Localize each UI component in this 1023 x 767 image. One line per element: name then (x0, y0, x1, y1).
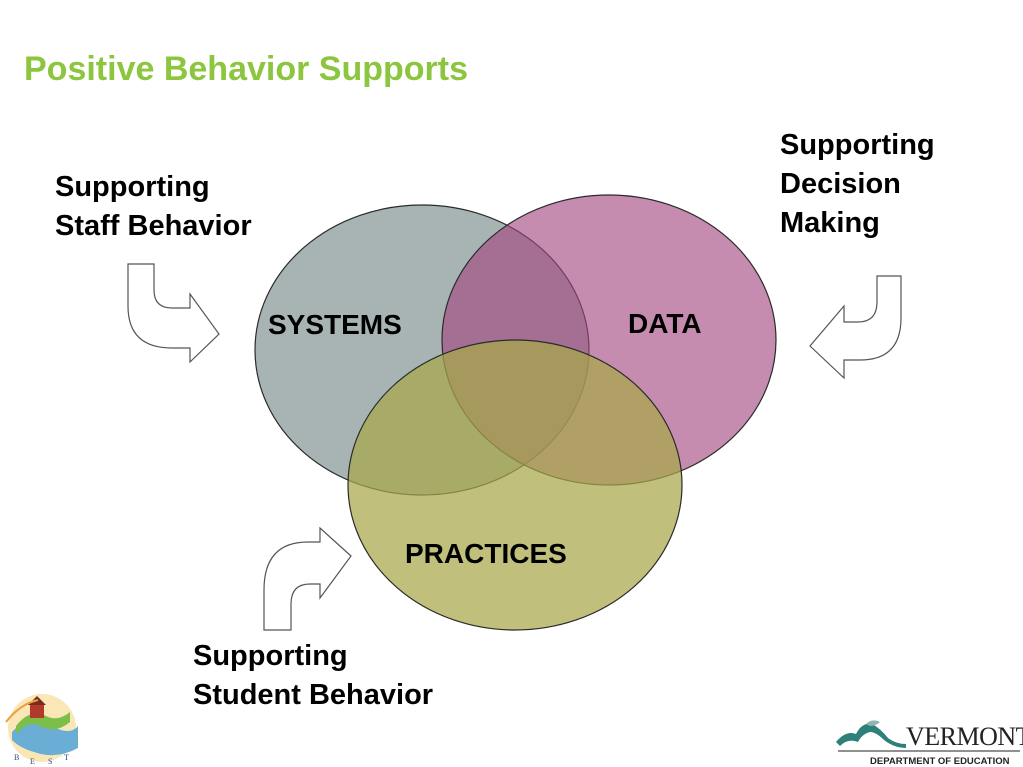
staff-behavior-label: Supporting Staff Behavior (55, 168, 252, 246)
data-label: DATA (628, 308, 702, 339)
student-label-line-2: Student Behavior (193, 679, 434, 711)
vermont-logo: VERMONT DEPARTMENT OF EDUCATION (836, 720, 1023, 767)
department-of-education-text: DEPARTMENT OF EDUCATION (870, 756, 1010, 767)
page-title: Positive Behavior Supports (24, 50, 468, 88)
decision-label-line-3: Making (780, 207, 880, 239)
best-letter-e: E (30, 757, 35, 766)
curved-arrow-right-icon (127, 263, 220, 364)
staff-label-line-2: Staff Behavior (55, 210, 252, 242)
student-behavior-label: Supporting Student Behavior (193, 637, 433, 715)
best-letter-b: B (14, 753, 19, 762)
student-label-line-1: Supporting (193, 640, 348, 672)
decision-making-label: Supporting Decision Making (780, 126, 935, 243)
best-logo-icon: B E S T (5, 694, 78, 766)
practices-circle (347, 339, 683, 631)
curved-arrow-left-icon (809, 275, 902, 380)
practices-label: PRACTICES (405, 538, 567, 569)
decision-label-line-1: Supporting (780, 129, 935, 161)
mountain-icon (836, 723, 906, 748)
staff-label-line-1: Supporting (55, 171, 210, 203)
vermont-wordmark: VERMONT (906, 722, 1023, 751)
systems-label: SYSTEMS (268, 309, 402, 340)
best-letter-t: T (64, 753, 69, 762)
decision-label-line-2: Decision (780, 168, 901, 200)
curved-arrow-up-right-icon (263, 526, 352, 631)
best-letter-s: S (48, 757, 52, 766)
